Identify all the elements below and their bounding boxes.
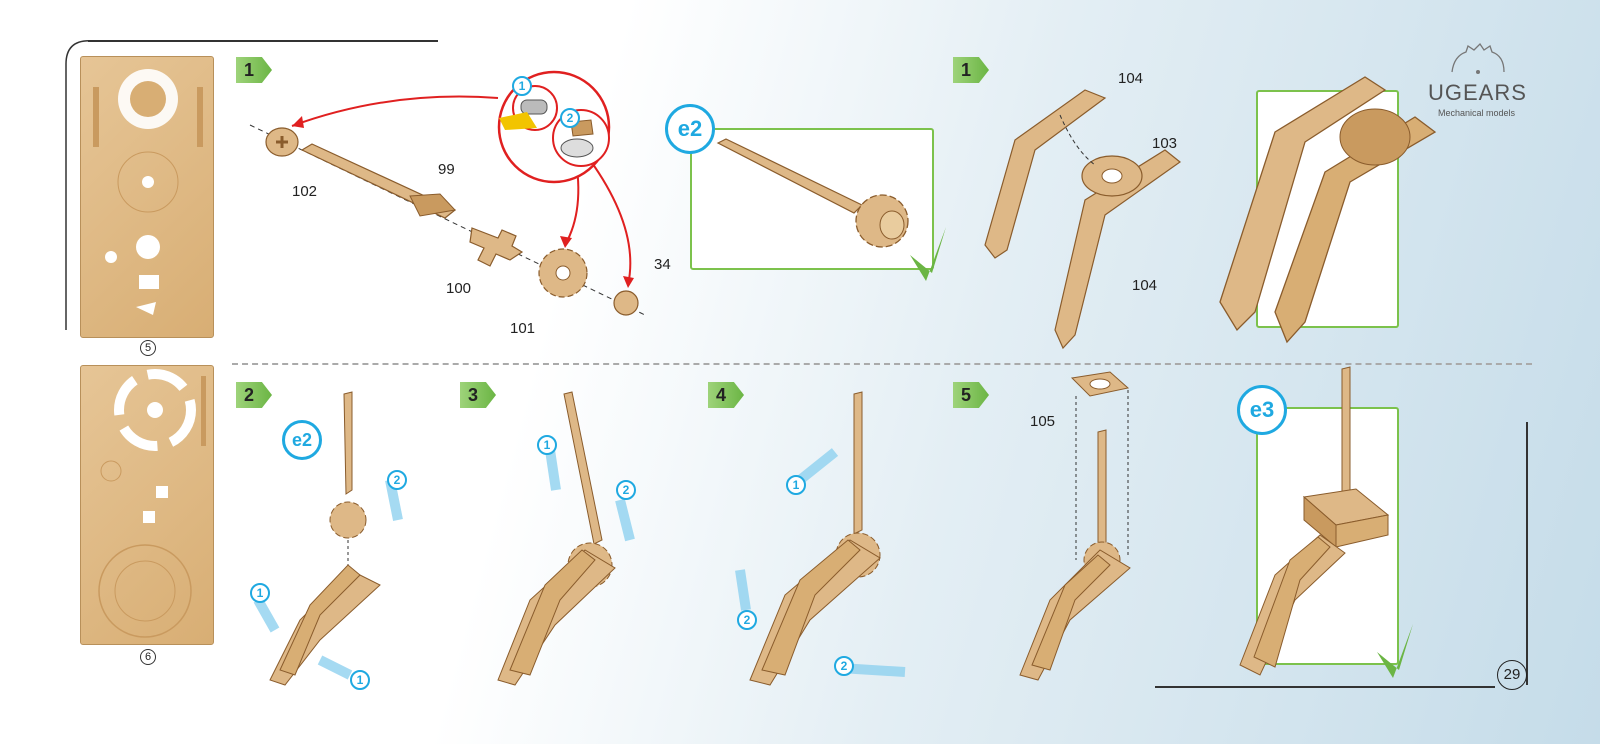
part-label-104-bottom: 104 xyxy=(1132,277,1158,294)
step5-illustration xyxy=(1019,371,1131,681)
right-frame-line xyxy=(1526,422,1528,685)
check-badge-e2: e2 xyxy=(665,104,715,154)
step2-arrow-1a: 1 xyxy=(250,583,270,603)
step4-arrow-2a: 2 xyxy=(737,610,757,630)
brand-tagline: Mechanical models xyxy=(1438,108,1516,118)
detail-marker-1: 1 xyxy=(512,76,532,96)
sheet-number-5: 5 xyxy=(140,340,156,356)
sheet-6-cutouts xyxy=(98,369,206,638)
step2-arrow-2: 2 xyxy=(387,470,407,490)
checkmark-icon xyxy=(910,227,946,281)
part-label-100: 100 xyxy=(446,280,472,297)
page-number: 29 xyxy=(1497,660,1527,690)
exploded-shaft-assembly xyxy=(249,95,646,316)
step-badge-4: 4 xyxy=(708,382,744,408)
sheet-number-6: 6 xyxy=(140,649,156,665)
assembled-shaft-e2 xyxy=(716,138,909,248)
sheet-5-cutouts xyxy=(93,69,203,315)
step-badge-5: 5 xyxy=(953,382,989,408)
part-label-101: 101 xyxy=(510,320,536,337)
gear-logo-icon xyxy=(1451,42,1505,74)
legs-exploded-assembly xyxy=(984,89,1181,350)
detail-marker-2: 2 xyxy=(560,108,580,128)
checkmark-icon xyxy=(1377,624,1413,678)
step3-arrow-2: 2 xyxy=(616,480,636,500)
step3-illustration xyxy=(497,391,635,686)
inline-badge-e2: e2 xyxy=(282,420,322,460)
plywood-sheet-5 xyxy=(80,56,214,338)
top-frame-corner xyxy=(65,39,90,330)
step4-illustration xyxy=(735,391,906,686)
part-label-34: 34 xyxy=(654,256,671,273)
assembled-legs xyxy=(1219,76,1437,344)
part-label-99: 99 xyxy=(438,161,455,178)
part-label-105: 105 xyxy=(1030,413,1056,430)
brand-logo: UGEARS xyxy=(1428,80,1527,105)
step4-arrow-1: 1 xyxy=(786,475,806,495)
top-frame-line xyxy=(88,40,438,42)
plywood-sheet-6 xyxy=(80,365,214,645)
part-label-103: 103 xyxy=(1152,135,1178,152)
bottom-frame-line xyxy=(1155,686,1495,688)
part-label-104-top: 104 xyxy=(1118,70,1144,87)
step2-illustration xyxy=(253,391,403,686)
check-badge-e3: e3 xyxy=(1237,385,1287,435)
step4-arrow-2b: 2 xyxy=(834,656,854,676)
step2-arrow-1b: 1 xyxy=(350,670,370,690)
part-label-102: 102 xyxy=(292,183,318,200)
step3-arrow-1: 1 xyxy=(537,435,557,455)
assembled-stand-e3 xyxy=(1239,366,1390,676)
row-separator xyxy=(232,363,1532,365)
glue-detail-callout xyxy=(497,70,611,184)
check-box-e2 xyxy=(690,128,934,270)
